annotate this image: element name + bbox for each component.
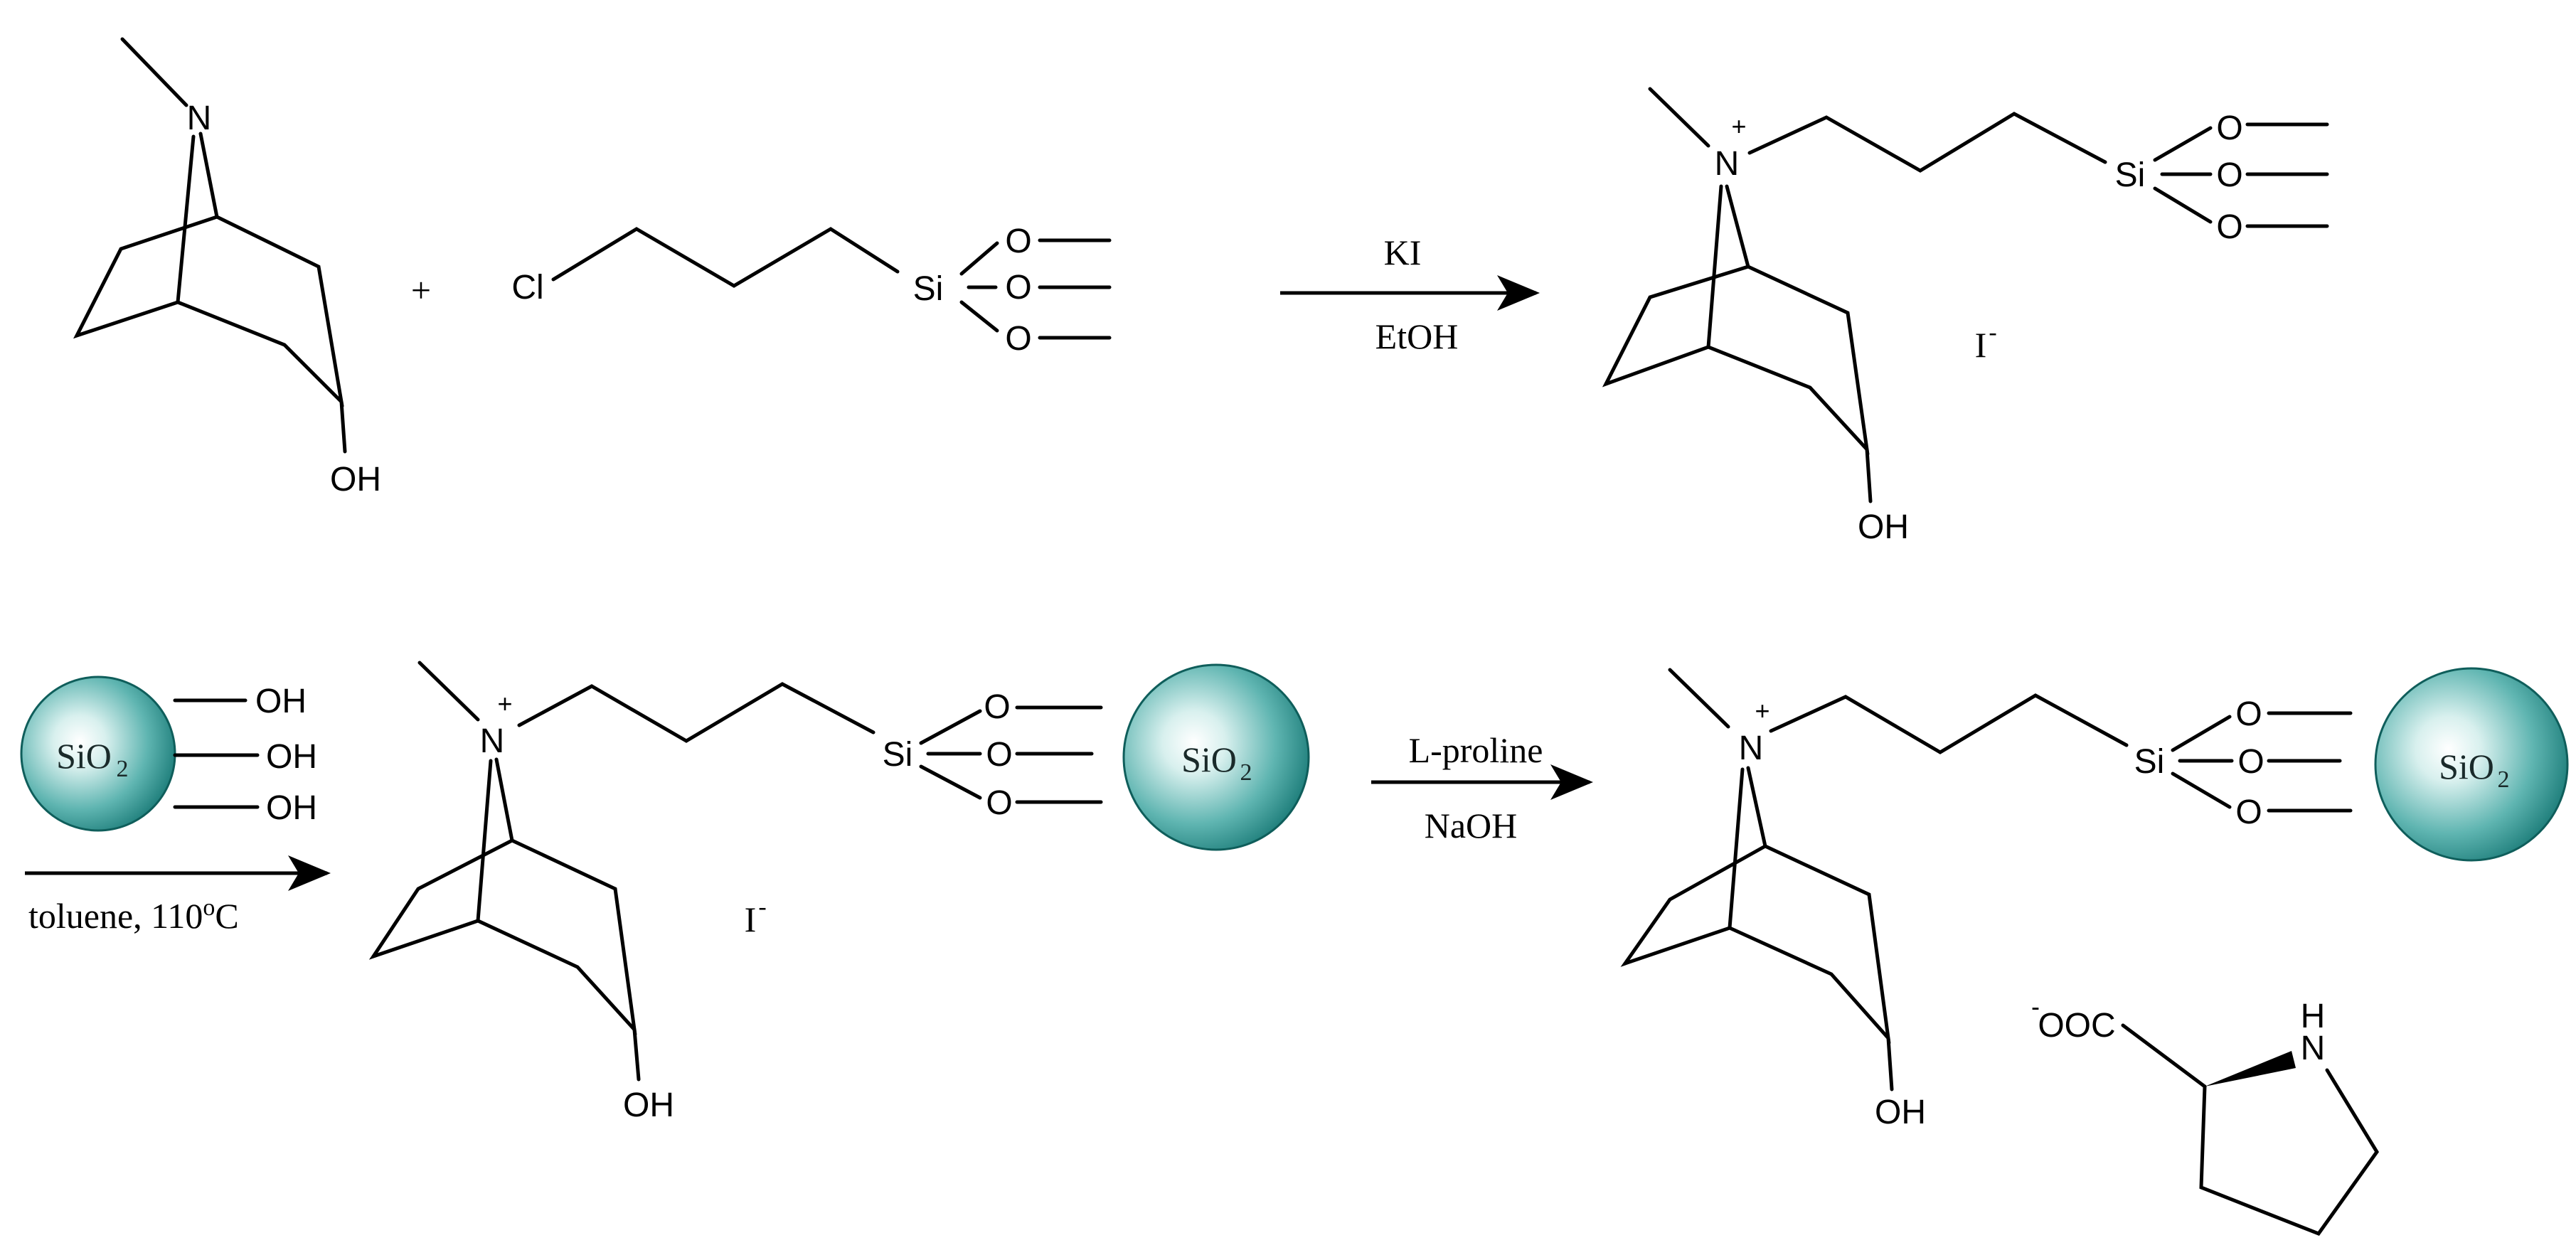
silane-o1-bond bbox=[959, 241, 999, 276]
proline-grafted-silica-product: SiO 2 N + Si O O O OH - OOC N H bbox=[1620, 667, 2569, 1237]
tropine-n-methyl-bond bbox=[120, 37, 188, 107]
arrow-2-conditions: toluene, 110oC bbox=[28, 894, 239, 936]
silica-right-label: SiO bbox=[2439, 747, 2494, 786]
product3-propyl-chain-bonds bbox=[1769, 693, 2129, 754]
proline-carboxyl-bond bbox=[2121, 1023, 2207, 1089]
tropine-n-bridge-left-bond bbox=[176, 134, 196, 304]
product1-o1-atom: O bbox=[2216, 110, 2242, 147]
product3-si-o3-bond bbox=[2171, 771, 2232, 809]
product1-propyl-chain-bonds bbox=[1747, 112, 2107, 173]
silica-oh-particle: SiO 2 OH OH OH bbox=[20, 675, 317, 832]
product3-si-o1-bond bbox=[2171, 715, 2232, 752]
product2-si-atom: Si bbox=[883, 736, 913, 774]
tropine-molecule: N OH bbox=[73, 37, 381, 498]
silane-o1-atom: O bbox=[1005, 223, 1031, 260]
silica-middle-label: SiO bbox=[1181, 739, 1237, 779]
silane-o2-atom: O bbox=[1005, 269, 1031, 306]
tropine-skeleton-bonds bbox=[73, 215, 344, 407]
product1-iodide-ion: I bbox=[1975, 325, 1987, 365]
arrow-1-reagent-above: KI bbox=[1384, 233, 1422, 272]
product3-o1-atom: O bbox=[2235, 695, 2262, 733]
chloropropyl-chain-bonds bbox=[551, 227, 900, 288]
product3-n-atom: N bbox=[1739, 730, 1764, 767]
tropine-oh-label: OH bbox=[330, 461, 381, 498]
product1-n-plus-charge: + bbox=[1731, 112, 1746, 141]
proline-h-atom: H bbox=[2301, 998, 2326, 1035]
product1-iodide-charge: - bbox=[1989, 319, 1996, 346]
product1-n-atom: N bbox=[1715, 145, 1740, 183]
product3-n-plus-charge: + bbox=[1755, 696, 1769, 725]
product3-skeleton-bonds bbox=[1620, 844, 1891, 1044]
silica-middle-label-sub: 2 bbox=[1240, 759, 1252, 786]
product1-si-o3-bond bbox=[2153, 186, 2213, 224]
proline-n-atom: N bbox=[2301, 1030, 2326, 1067]
grafted-silica-product: SiO 2 N + Si O O O OH I - bbox=[368, 661, 1310, 1124]
proline-carboxylate-anion: - OOC N H bbox=[2031, 992, 2379, 1237]
carboxylate-ooc-label: OOC bbox=[2038, 1007, 2115, 1045]
product3-oh-label: OH bbox=[1875, 1094, 1926, 1131]
product1-n-methyl-bond bbox=[1648, 87, 1710, 148]
product1-n-bridge-left-bond bbox=[1706, 184, 1723, 349]
silica-sphere-middle bbox=[1122, 663, 1310, 851]
product2-oh-label: OH bbox=[623, 1086, 674, 1124]
quaternary-silane-product: N + Si O O O OH I - bbox=[1602, 87, 2329, 546]
product3-n-bridge-left-bond bbox=[1728, 767, 1745, 930]
arrow-3-reagent-below: NaOH bbox=[1425, 806, 1518, 845]
product1-si-o1-bond bbox=[2153, 126, 2213, 162]
silane-si-atom: Si bbox=[913, 270, 944, 308]
product3-o3-atom: O bbox=[2235, 794, 2262, 831]
silica-oh2-label: OH bbox=[266, 738, 317, 776]
product2-iodide-ion: I bbox=[745, 899, 757, 939]
arrow-1-reagent-below: EtOH bbox=[1375, 316, 1459, 356]
proline-wedge-bond bbox=[2205, 1051, 2296, 1086]
product1-o2-atom: O bbox=[2216, 156, 2242, 194]
product2-n-methyl-bond bbox=[417, 661, 480, 722]
product2-o1-atom: O bbox=[984, 688, 1010, 726]
product2-o2-atom: O bbox=[986, 736, 1012, 774]
product2-si-o3-bond bbox=[919, 764, 982, 800]
chloropropyl-trimethoxysilane-molecule: Cl Si O O O bbox=[511, 223, 1112, 358]
product2-n-bridge-left-bond bbox=[476, 759, 493, 923]
reaction-arrow-2: toluene, 110oC bbox=[25, 855, 331, 936]
product3-o2-atom: O bbox=[2237, 743, 2264, 781]
product2-n-atom: N bbox=[480, 722, 505, 760]
silica-oh1-label: OH bbox=[255, 683, 307, 720]
silica-sphere-right bbox=[2374, 667, 2569, 862]
tropine-n-bridge-right-bond bbox=[198, 132, 219, 219]
reaction-arrow-3: L-proline NaOH bbox=[1371, 730, 1593, 845]
product3-n-methyl-bond bbox=[1668, 668, 1730, 729]
product2-si-o1-bond bbox=[919, 709, 982, 745]
product1-c-oh-bond bbox=[1865, 447, 1873, 503]
product1-skeleton-bonds bbox=[1602, 265, 1870, 455]
chlorine-atom: Cl bbox=[511, 269, 543, 306]
product2-propyl-chain-bonds bbox=[517, 682, 875, 743]
product3-c-oh-bond bbox=[1886, 1036, 1894, 1091]
product2-c-oh-bond bbox=[632, 1027, 641, 1082]
tropine-n-atom: N bbox=[187, 100, 212, 137]
product1-oh-label: OH bbox=[1858, 508, 1909, 546]
product2-skeleton-bonds bbox=[368, 838, 637, 1035]
silane-o3-atom: O bbox=[1005, 320, 1031, 358]
product2-iodide-charge: - bbox=[758, 894, 766, 920]
plus-sign: + bbox=[411, 270, 431, 310]
product1-si-atom: Si bbox=[2115, 156, 2146, 194]
silica-right-label-sub: 2 bbox=[2498, 767, 2510, 793]
product1-o3-atom: O bbox=[2216, 208, 2242, 246]
product2-n-plus-charge: + bbox=[497, 689, 512, 718]
silica-left-label: SiO bbox=[56, 736, 112, 776]
product1-n-bridge-right-bond bbox=[1725, 184, 1750, 269]
product2-n-bridge-right-bond bbox=[494, 757, 514, 843]
silane-o3-bond bbox=[959, 300, 999, 333]
reaction-arrow-1: KI EtOH bbox=[1280, 233, 1540, 356]
proline-ring-bonds bbox=[2199, 1068, 2379, 1237]
arrow-3-reagent-above: L-proline bbox=[1409, 730, 1543, 770]
product3-si-atom: Si bbox=[2134, 743, 2165, 781]
tropine-c-oh-bond bbox=[339, 400, 347, 454]
product3-n-bridge-right-bond bbox=[1746, 766, 1767, 848]
silica-oh3-label: OH bbox=[266, 789, 317, 827]
product2-o3-atom: O bbox=[986, 784, 1012, 822]
silica-left-label-sub: 2 bbox=[117, 756, 129, 782]
carboxylate-minus-charge: - bbox=[2031, 992, 2040, 1021]
